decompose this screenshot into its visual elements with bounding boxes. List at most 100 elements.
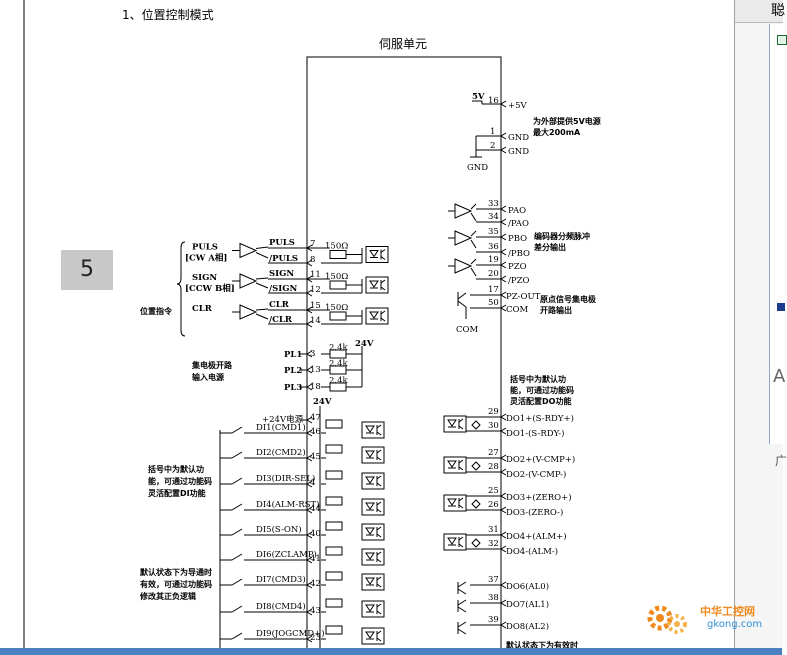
pin-number: 40 bbox=[310, 529, 321, 539]
resistor-value: 2.4k bbox=[329, 343, 349, 353]
resistor bbox=[325, 598, 343, 608]
diode-icon bbox=[471, 499, 481, 509]
pin-marker bbox=[306, 429, 313, 437]
switch-contact bbox=[231, 477, 243, 485]
pin-number: 39 bbox=[488, 615, 499, 625]
pin-number: 33 bbox=[488, 199, 499, 209]
di-label: DI8(CMD4) bbox=[256, 601, 306, 612]
pin-marker bbox=[306, 350, 313, 358]
switch-contact bbox=[231, 528, 243, 536]
status-bar bbox=[0, 648, 782, 655]
transistor-symbol bbox=[376, 551, 382, 563]
led-symbol bbox=[365, 476, 375, 485]
optocoupler bbox=[361, 548, 385, 566]
transistor-symbol bbox=[376, 424, 382, 436]
di-label: DI3(DIR-SEL) bbox=[256, 473, 315, 484]
pin-number: 7 bbox=[310, 239, 315, 249]
pl-label: PL3 bbox=[284, 383, 302, 393]
resistor bbox=[329, 280, 347, 290]
pin-marker bbox=[500, 581, 507, 589]
do-label-negative: DO4-(ALM-) bbox=[506, 546, 558, 557]
pin-marker bbox=[500, 304, 507, 312]
gear-logo-icon bbox=[647, 605, 687, 634]
pin-marker bbox=[500, 261, 507, 269]
font-icon[interactable]: A bbox=[773, 366, 786, 387]
optocoupler-box bbox=[361, 573, 385, 591]
right-sidebar: 聪 A 广 bbox=[734, 0, 787, 655]
optocoupler-box bbox=[365, 307, 389, 325]
pin-number: 13 bbox=[310, 365, 321, 375]
pin-label: PBO bbox=[508, 234, 527, 244]
wire bbox=[470, 239, 477, 249]
watermark-url: gkong.com bbox=[707, 619, 763, 630]
switch-contact bbox=[231, 503, 243, 511]
servo-unit-box bbox=[306, 56, 502, 655]
pin-marker bbox=[500, 291, 507, 299]
pin-marker bbox=[306, 506, 313, 514]
led-symbol bbox=[365, 552, 375, 561]
pulse-input-name: PULS bbox=[192, 243, 218, 253]
pin-marker bbox=[306, 366, 313, 374]
led-symbol bbox=[447, 460, 457, 469]
di-label: DI1(CMD1) bbox=[256, 422, 306, 433]
transistor-symbol bbox=[458, 536, 464, 548]
pin-marker bbox=[500, 132, 507, 140]
encoder-note: 编码器分频脉冲 bbox=[534, 231, 590, 241]
di-logic-note: 修改其正负逻辑 bbox=[139, 591, 196, 601]
pin-label: /PAO bbox=[508, 219, 529, 229]
pl-label: PL1 bbox=[284, 350, 302, 360]
optocoupler-box bbox=[361, 627, 385, 645]
pin-number: 43 bbox=[310, 606, 321, 616]
pin-label: COM bbox=[506, 305, 528, 315]
line-driver-icon bbox=[454, 230, 473, 246]
do-note: 灵活配置DO功能 bbox=[509, 396, 571, 406]
wire bbox=[470, 267, 477, 277]
resistor bbox=[325, 419, 343, 429]
optocoupler bbox=[361, 472, 385, 490]
sidebar-header: 聪 bbox=[735, 0, 785, 23]
pin-number: 1 bbox=[490, 127, 495, 137]
di-note: 能，可通过功能码 bbox=[148, 476, 212, 486]
wire bbox=[255, 252, 269, 259]
do-single-label: DO6(AL0) bbox=[506, 581, 549, 592]
wire bbox=[470, 203, 477, 210]
transistor-symbol bbox=[376, 501, 382, 513]
sidebar-bottom: 广 bbox=[775, 450, 787, 490]
pin-number: 25 bbox=[488, 486, 499, 496]
resistor-value: 2.4k bbox=[329, 376, 349, 386]
do-label-positive: DO3+(ZERO+) bbox=[506, 492, 572, 503]
pin-number: 14 bbox=[310, 316, 321, 326]
pin-number: 42 bbox=[310, 579, 321, 589]
pin-number: 41 bbox=[310, 554, 321, 564]
optocoupler-box bbox=[361, 446, 385, 464]
pin-number: 47 bbox=[310, 413, 321, 423]
led-symbol bbox=[369, 250, 379, 258]
pin-number: 15 bbox=[310, 301, 321, 311]
led-symbol bbox=[365, 577, 375, 586]
pin-label: PZ-OUT bbox=[506, 292, 541, 302]
di-label: DI9(JOGCMD+) bbox=[256, 628, 325, 639]
com-label: COM bbox=[456, 325, 478, 335]
pin-number: 46 bbox=[310, 427, 321, 437]
optocoupler-box bbox=[361, 498, 385, 516]
pz-note: 开路输出 bbox=[540, 305, 572, 315]
resistor bbox=[325, 546, 343, 556]
output-optocoupler bbox=[443, 456, 467, 474]
do-single-label: DO8(AL2) bbox=[506, 621, 549, 632]
wire bbox=[255, 313, 269, 320]
supply-note: 为外部提供5V电源 bbox=[533, 116, 601, 126]
pin-marker bbox=[306, 556, 313, 564]
di-supply-label: 24V bbox=[313, 397, 332, 407]
pin-label: /PZO bbox=[508, 276, 529, 286]
wire bbox=[255, 282, 269, 289]
pz-note: 原点信号集电极 bbox=[540, 294, 596, 304]
led-symbol bbox=[447, 537, 457, 546]
transistor-symbol bbox=[376, 576, 382, 588]
switch-contact bbox=[231, 605, 243, 613]
bullet-icon bbox=[777, 303, 785, 311]
led-symbol bbox=[447, 498, 457, 507]
sidebar-panel[interactable] bbox=[769, 24, 784, 444]
brace-label: 位置指令 bbox=[140, 306, 173, 316]
led-symbol bbox=[365, 450, 375, 459]
